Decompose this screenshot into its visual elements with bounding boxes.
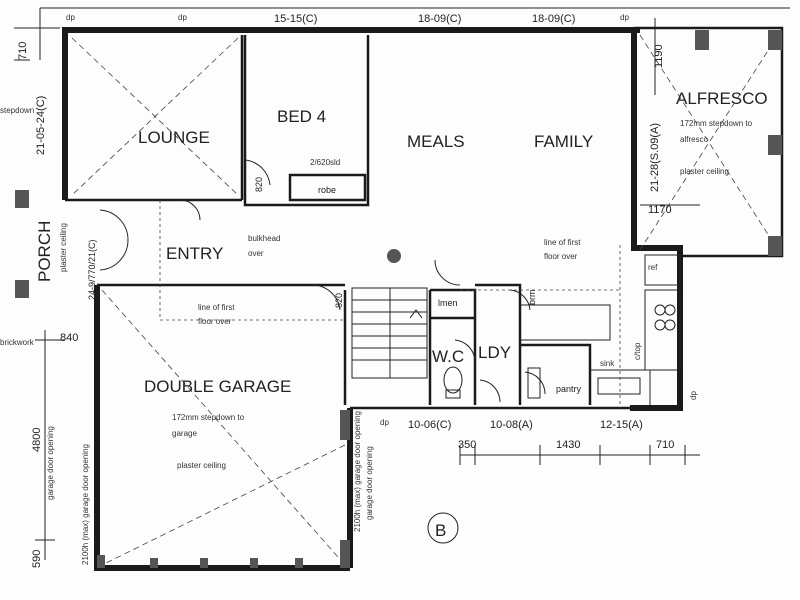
room-double-garage: DOUBLE GARAGE bbox=[144, 377, 291, 396]
dim-590: 590 bbox=[31, 550, 43, 568]
note-first-floor-2b: floor over bbox=[544, 252, 578, 261]
dimension-lines bbox=[14, 7, 790, 560]
note-dp: dp bbox=[178, 13, 187, 22]
dim-710-bottom: 710 bbox=[656, 439, 674, 451]
room-porch: PORCH bbox=[35, 221, 54, 282]
note-stepdown: stepdown bbox=[0, 106, 34, 115]
dim-820-a: 820 bbox=[254, 177, 264, 192]
plan-label: B bbox=[435, 521, 446, 540]
dim-710-top: 710 bbox=[17, 42, 29, 60]
note-garage-door-right: garage door opening bbox=[365, 446, 374, 520]
fixtures bbox=[15, 30, 782, 568]
room-bed4: BED 4 bbox=[277, 107, 326, 126]
note-dp: dp bbox=[380, 418, 389, 427]
dim-820-b: 820 bbox=[334, 293, 344, 308]
dim-21-28-09a: 21-28(S.09(A) bbox=[649, 123, 661, 192]
dim-10-08a: 10-08(A) bbox=[490, 419, 533, 431]
room-wc: W.C bbox=[432, 347, 464, 366]
room-robe: robe bbox=[318, 185, 336, 195]
ceiling-markers bbox=[71, 34, 779, 566]
dim-1190: 1190 bbox=[653, 44, 665, 68]
exterior-walls bbox=[62, 26, 784, 571]
post-icon bbox=[768, 30, 782, 50]
note-bulkhead: bulkhead bbox=[248, 234, 280, 243]
note-dp: dp bbox=[620, 13, 629, 22]
dim-21-05-24c: 21-05-24(C) bbox=[35, 96, 47, 155]
dim-15-15c: 15-15(C) bbox=[274, 13, 317, 25]
door-swings bbox=[99, 159, 546, 403]
note-porch-ceiling: plaster ceiling bbox=[59, 223, 68, 272]
room-family: FAMILY bbox=[534, 132, 593, 151]
notes: 172mm stepdown to alfresco plaster ceili… bbox=[0, 13, 753, 565]
dim-840: 840 bbox=[60, 332, 78, 344]
note-cooktop: c/top bbox=[633, 342, 642, 360]
note-alfresco-ceiling: plaster ceiling bbox=[680, 167, 729, 176]
post-icon bbox=[15, 190, 29, 208]
interior-walls bbox=[65, 35, 681, 405]
dim-10-06c: 10-06(C) bbox=[408, 419, 451, 431]
dim-2100-left: 2100h (max) garage door opening bbox=[81, 444, 90, 565]
plan-label-circle bbox=[427, 512, 459, 544]
room-pantry: pantry bbox=[556, 384, 582, 394]
note-first-floor-2: line of first bbox=[544, 238, 581, 247]
note-alfresco-stepdown: 172mm stepdown to bbox=[680, 119, 753, 128]
dim-12-15a: 12-15(A) bbox=[600, 419, 643, 431]
room-meals: MEALS bbox=[407, 132, 465, 151]
dim-1170: 1170 bbox=[648, 204, 672, 216]
room-alfresco: ALFRESCO bbox=[676, 89, 768, 108]
dim-2100-right: 2100h (max) garage door opening bbox=[353, 411, 362, 532]
note-dp: dp bbox=[689, 391, 698, 400]
note-sink: sink bbox=[600, 359, 615, 368]
post-icon bbox=[768, 236, 782, 256]
toilet-icon bbox=[443, 366, 463, 394]
post-icon bbox=[695, 30, 709, 50]
dim-18-09c-b: 18-09(C) bbox=[532, 13, 575, 25]
note-alfresco-stepdown-2: alfresco bbox=[680, 135, 709, 144]
dim-4800: 4800 bbox=[31, 428, 43, 452]
room-lounge: LOUNGE bbox=[138, 128, 210, 147]
note-first-floor-1: line of first bbox=[198, 303, 235, 312]
room-brm: brm bbox=[527, 290, 537, 306]
note-fridge: ref bbox=[648, 263, 658, 272]
note-garage-stepdown: 172mm stepdown to bbox=[172, 413, 245, 422]
dim-350: 350 bbox=[458, 439, 476, 451]
note-garage-ceiling: plaster ceiling bbox=[177, 461, 226, 470]
dim-1430: 1430 bbox=[556, 439, 580, 451]
note-dp: dp bbox=[66, 13, 75, 22]
dim-18-09c-a: 18-09(C) bbox=[418, 13, 461, 25]
room-ldy: LDY bbox=[478, 343, 511, 362]
room-lmen: lmen bbox=[438, 298, 458, 308]
note-bulkhead-over: over bbox=[248, 249, 264, 258]
dim-24-9: 24-9/770/21(C) bbox=[87, 239, 97, 300]
note-brickwork: brickwork bbox=[0, 338, 35, 347]
note-garage-door-left: garage door opening bbox=[46, 426, 55, 500]
staircase bbox=[351, 287, 428, 379]
room-entry: ENTRY bbox=[166, 244, 223, 263]
note-garage-stepdown-2: garage bbox=[172, 429, 197, 438]
column-icon bbox=[387, 249, 401, 263]
note-first-floor-1b: floor over bbox=[198, 317, 232, 326]
post-icon bbox=[15, 280, 29, 298]
post-icon bbox=[768, 135, 782, 155]
note-bed4-opening: 2/620sld bbox=[310, 158, 340, 167]
room-labels: LOUNGE BED 4 MEALS FAMILY ALFRESCO ENTRY… bbox=[35, 89, 768, 540]
dimensions: 710 15-15(C) 18-09(C) 18-09(C) 21-05-24(… bbox=[17, 13, 674, 568]
tub-icon bbox=[527, 367, 541, 399]
sink-icon bbox=[597, 377, 641, 395]
